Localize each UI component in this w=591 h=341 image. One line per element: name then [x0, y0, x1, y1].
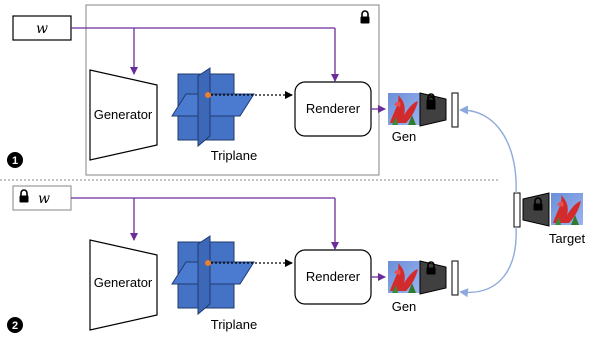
latent-w-label: w: [38, 191, 50, 207]
triplane-block: [171, 235, 255, 315]
triplane-label: Triplane: [211, 148, 257, 163]
target-label: Target: [549, 231, 586, 246]
camera-lens-plane: [451, 260, 459, 296]
triplane-label: Triplane: [211, 317, 257, 332]
stage-1: w Generator Triplane Renderer Gen: [7, 4, 459, 176]
step-badge: [7, 152, 23, 168]
generator-label: Generator: [94, 107, 153, 122]
step-number: 1: [12, 155, 18, 167]
gen-image: [388, 93, 420, 125]
stage-2: w Generator Triplane Renderer Gen 2: [7, 185, 459, 333]
gen-image: [388, 261, 420, 293]
loss-curve-stage1: [459, 105, 517, 194]
triplane-block: [171, 67, 255, 147]
camera-lock-icon: [426, 93, 436, 107]
generator-label: Generator: [94, 275, 153, 290]
renderer-label: Renderer: [306, 269, 361, 284]
gen-label: Gen: [392, 129, 417, 144]
target-image: [551, 193, 583, 225]
latent-w-box: [12, 15, 72, 41]
camera-lock-icon: [426, 261, 436, 275]
step-number: 2: [12, 320, 18, 332]
generator-block: [89, 69, 158, 161]
gen-label: Gen: [392, 299, 417, 314]
latent-w-label: w: [36, 21, 48, 37]
renderer-label: Renderer: [306, 101, 361, 116]
lock-icon: [359, 10, 371, 25]
generator-block: [89, 239, 158, 331]
camera-body: [419, 260, 447, 295]
frozen-pipeline-frame: [85, 4, 380, 176]
loss-curve-stage2: [459, 226, 517, 298]
target-group: Target: [513, 192, 586, 246]
camera-lens-plane: [451, 92, 459, 128]
step-badge: [7, 317, 23, 333]
sample-point: [205, 92, 211, 98]
target-lock-icon: [533, 197, 543, 211]
target-lens-plane: [513, 192, 521, 228]
sample-point: [205, 260, 211, 266]
